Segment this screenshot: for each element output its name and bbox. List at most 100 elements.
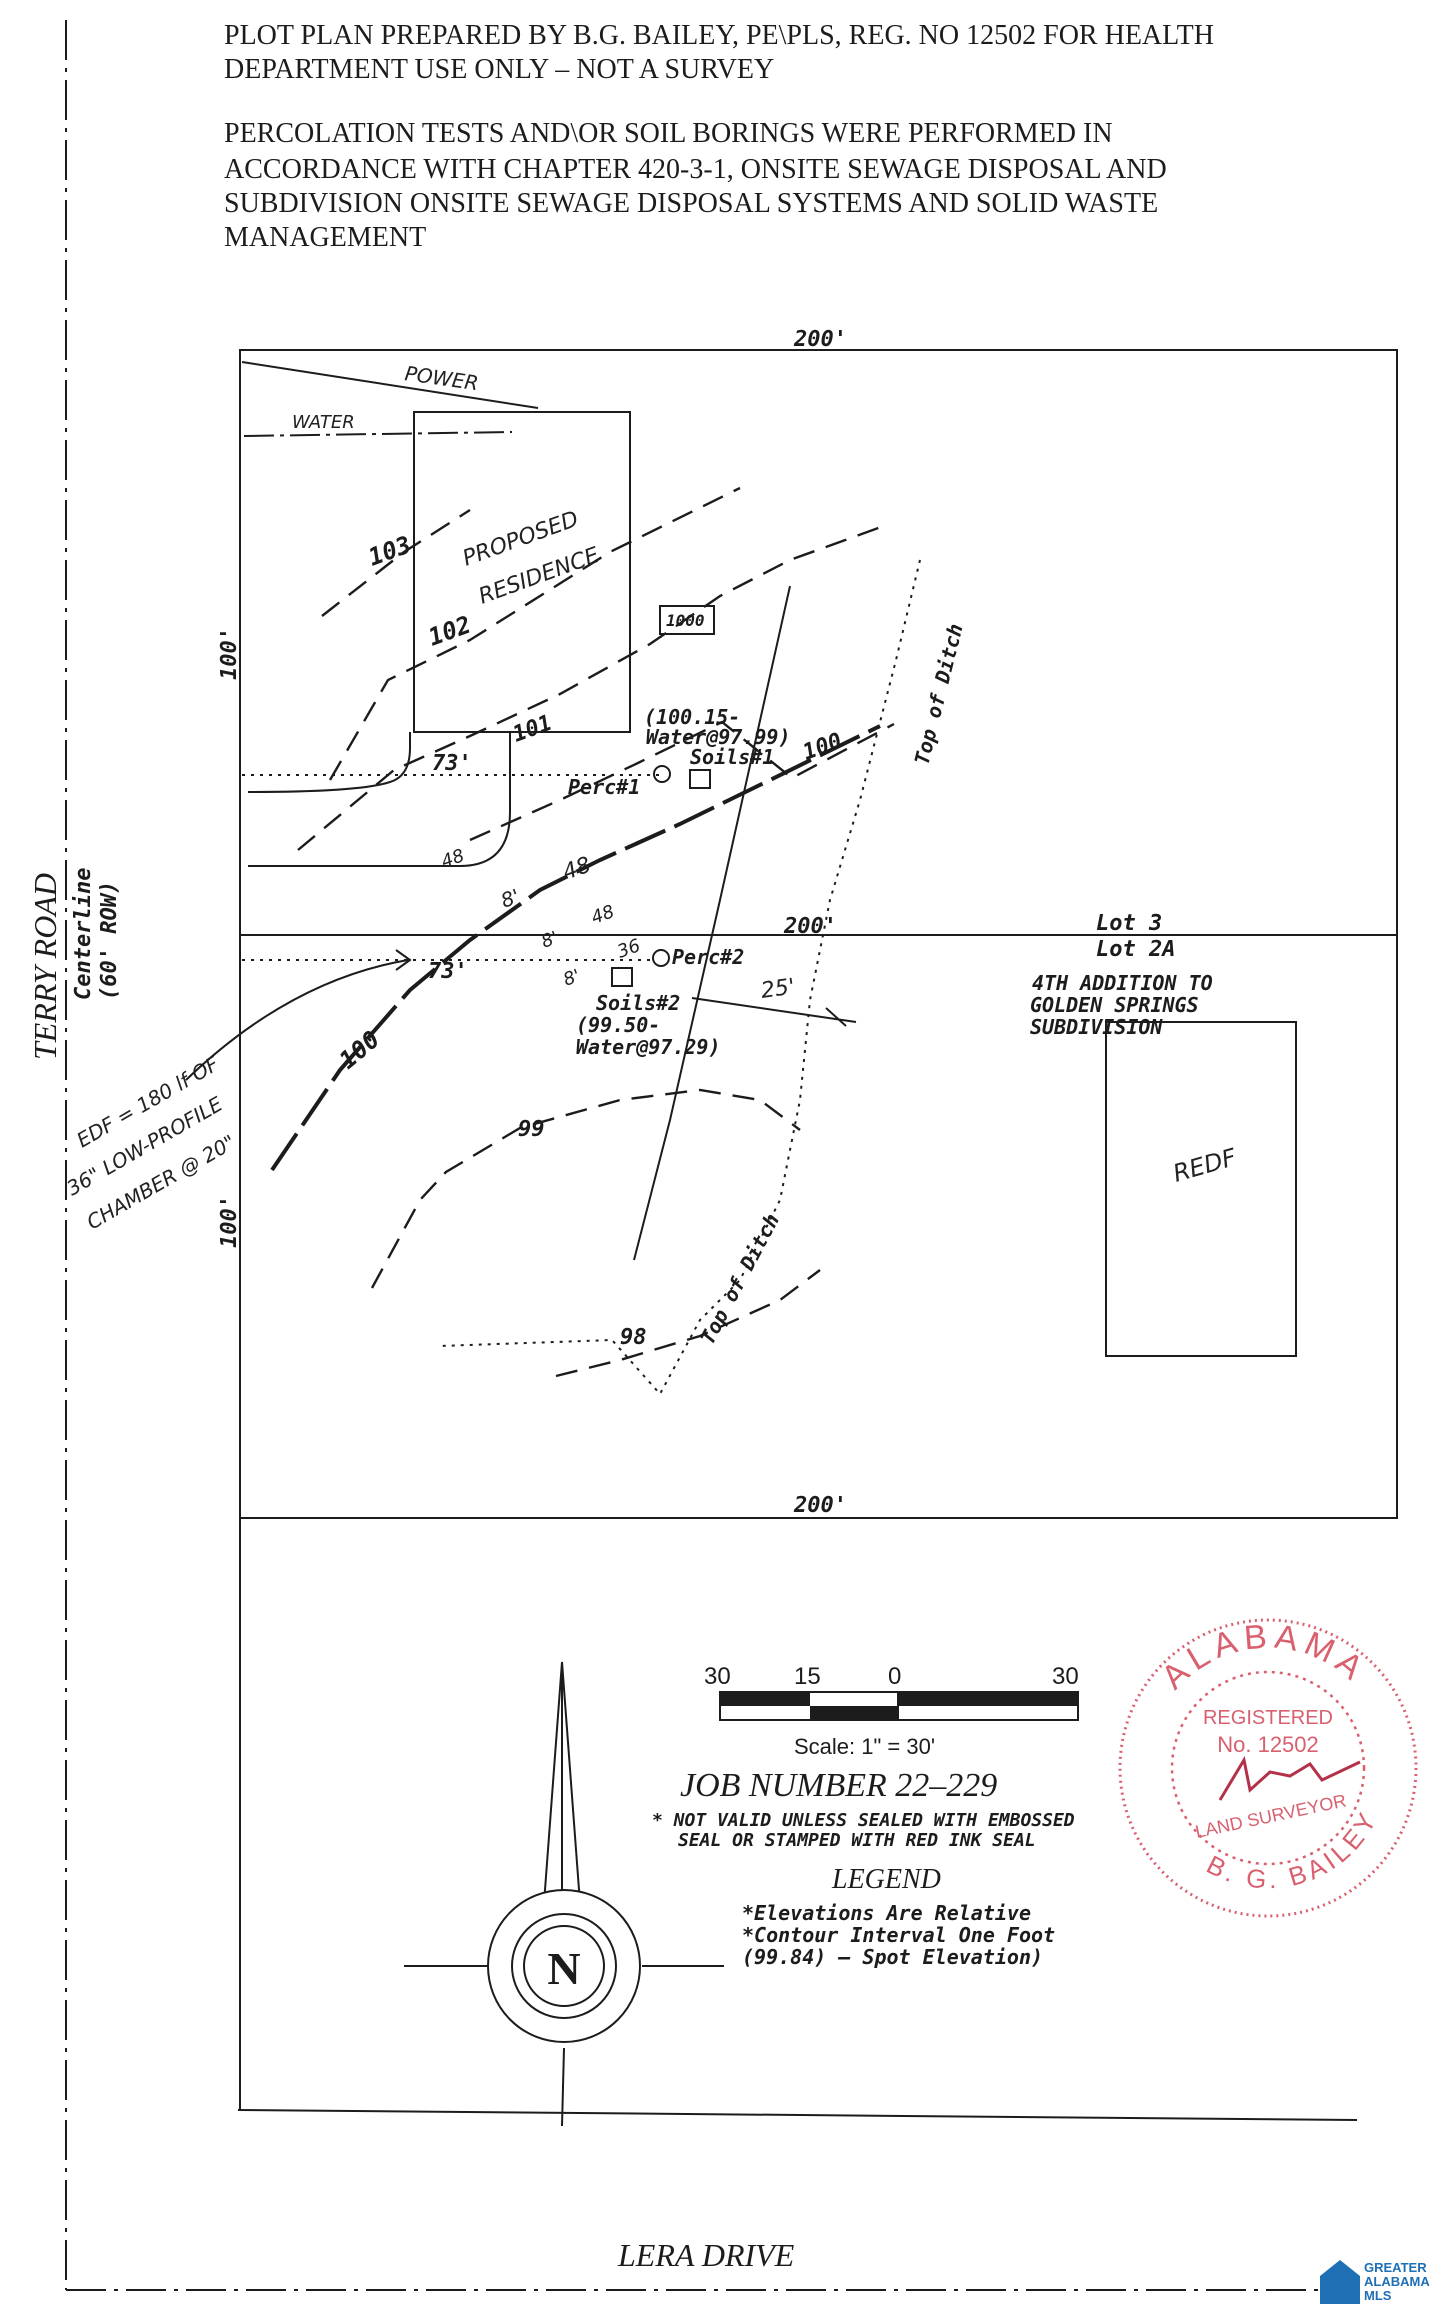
legend-item-3: (99.84) – Spot Elevation) xyxy=(742,1945,1043,1969)
top-of-ditch-upper-label: Top of Ditch xyxy=(910,621,968,767)
lower-boundary xyxy=(237,2109,1358,2121)
scale-seg-3 xyxy=(898,1692,1078,1706)
dim-bottom: 200' xyxy=(793,1493,847,1518)
perc2-label: Perc#2 xyxy=(672,945,744,969)
contours xyxy=(270,486,895,1378)
water-line xyxy=(243,431,513,437)
lot-boundaries xyxy=(237,349,1398,2121)
setback-lines xyxy=(242,774,857,1027)
utility-lines xyxy=(241,361,539,437)
soils1-label: Soils#1 xyxy=(690,745,774,769)
hand-36: 36 xyxy=(615,935,644,963)
lot2a-label: Lot 2A xyxy=(1096,937,1175,962)
scale-bar: 30 15 0 30 Scale: 1" = 30' xyxy=(704,1663,1079,1759)
header-line-1: PLOT PLAN PREPARED BY B.G. BAILEY, PE\PL… xyxy=(224,20,1214,51)
hand-8-a: 8' xyxy=(498,884,523,913)
hand-8-b: 8' xyxy=(539,927,562,952)
proposed-residence xyxy=(413,411,631,733)
top-of-ditch-dotted xyxy=(439,559,921,1396)
contour-99-label: 99 xyxy=(518,1117,545,1142)
contour-100-upper-label: 100 xyxy=(800,729,846,766)
edf-leader-arrow xyxy=(185,959,409,1081)
soils1-elev: (100.15- xyxy=(644,705,740,729)
north-letter: N xyxy=(547,1943,580,1994)
redf-area xyxy=(1105,1021,1297,1357)
road-centerlines xyxy=(65,20,1320,2291)
soils1-point xyxy=(689,769,711,789)
header-line-6: MANAGEMENT xyxy=(224,222,426,253)
seal-state: ALABAMA xyxy=(1154,1617,1374,1696)
ditch-offset-line xyxy=(691,997,857,1023)
north-arrow-inner-ring xyxy=(523,1925,605,2007)
contour-101 xyxy=(297,524,885,851)
scale-tick-30b: 30 xyxy=(1052,1663,1079,1690)
header-line-5: SUBDIVISION ONSITE SEWAGE DISPOSAL SYSTE… xyxy=(224,188,1158,219)
scale-seg-2 xyxy=(810,1706,898,1720)
job-number: JOB NUMBER 22–229 xyxy=(680,1767,997,1804)
seal-outer-ring xyxy=(1118,1618,1418,1918)
contour-100-main xyxy=(270,724,881,1172)
seal-inner-ring xyxy=(1170,1670,1366,1866)
contour-101-label: 101 xyxy=(510,711,556,748)
hand-48-c: 48 xyxy=(589,901,618,929)
ditch-offset: 25' xyxy=(759,974,796,1003)
water-label: WATER xyxy=(292,412,355,433)
mls-line-3: MLS xyxy=(1364,2288,1392,2303)
header-line-2: DEPARTMENT USE ONLY – NOT A SURVEY xyxy=(224,54,774,85)
subdivision-line-1: 4TH ADDITION TO xyxy=(1032,971,1213,995)
terry-road-labels: TERRY ROAD Centerline (60' ROW) xyxy=(27,868,122,1060)
dim-middle: 200' xyxy=(783,914,837,939)
soils2-elev: (99.50- xyxy=(576,1013,660,1037)
subdivision-line-3: SUBDIVISION xyxy=(1030,1015,1163,1039)
centerline-label: Centerline xyxy=(71,868,96,1000)
test-points xyxy=(611,765,711,987)
hand-48-b: 48 xyxy=(560,853,595,886)
north-arrow-vertical-s xyxy=(561,2047,565,2127)
dim-left-upper: 100' xyxy=(217,627,242,680)
seal-title: LAND SURVEYOR xyxy=(1193,1790,1348,1842)
power-line xyxy=(241,361,539,409)
dim-left-lower: 100' xyxy=(217,1195,242,1248)
legend-title: LEGEND xyxy=(831,1864,941,1895)
test-labels: (100.15- Water@97.99) Soils#1 Perc#1 Per… xyxy=(568,705,791,1059)
north-arrow-outer-ring xyxy=(487,1889,641,2043)
job-note-2: SEAL OR STAMPED WITH RED INK SEAL xyxy=(678,1830,1036,1851)
mls-watermark: GREATER ALABAMA MLS xyxy=(1320,2260,1430,2304)
mls-line-1: GREATER xyxy=(1364,2260,1427,2275)
contour-102-label: 102 xyxy=(424,610,474,651)
north-arrow xyxy=(404,1661,724,2127)
scale-tick-15: 15 xyxy=(794,1663,821,1690)
scale-tick-0: 0 xyxy=(888,1663,901,1690)
lot3-label: Lot 3 xyxy=(1096,911,1162,936)
terry-road-label: TERRY ROAD xyxy=(27,873,63,1060)
scale-tick-30a: 30 xyxy=(704,1663,731,1690)
redf-label: REDF xyxy=(1170,1143,1241,1188)
contour-98 xyxy=(555,1269,821,1378)
soils2-label: Soils#2 xyxy=(596,991,680,1015)
top-of-ditch-lower-label: Top of Ditch xyxy=(695,1209,784,1348)
mls-logo-icon xyxy=(1320,2260,1360,2304)
perc2-point xyxy=(652,949,670,967)
setback-upper: 73' xyxy=(432,751,472,776)
job-block: JOB NUMBER 22–229 * NOT VALID UNLESS SEA… xyxy=(652,1767,1075,1851)
dimension-labels: 200' 200' 200' 100' 100' 73' 73' 25' xyxy=(217,327,847,1518)
north-arrow-middle-ring xyxy=(511,1913,617,2019)
contour-99 xyxy=(370,1088,801,1289)
scale-seg-1 xyxy=(720,1692,810,1706)
contour-100-upper xyxy=(469,720,895,842)
ditch-lines xyxy=(439,559,921,1396)
power-label: POWER xyxy=(403,361,480,395)
contour-103 xyxy=(321,508,471,617)
contour-102 xyxy=(328,486,741,781)
legend-item-1: *Elevations Are Relative xyxy=(742,1901,1031,1925)
subdivision-line-2: GOLDEN SPRINGS xyxy=(1030,993,1199,1017)
seal-registered: REGISTERED xyxy=(1203,1707,1333,1729)
hand-48-a: 48 xyxy=(439,845,468,873)
seal-number: No. 12502 xyxy=(1217,1732,1319,1757)
header-line-4: ACCORDANCE WITH CHAPTER 420-3-1, ONSITE … xyxy=(224,154,1167,185)
edf-arrowhead xyxy=(395,949,412,971)
surveyor-seal: ALABAMA B. G. BAILEY REGISTERED No. 1250… xyxy=(1118,1617,1418,1918)
job-note-1: * NOT VALID UNLESS SEALED WITH EMBOSSED xyxy=(652,1810,1075,1831)
contour-98-label: 98 xyxy=(620,1325,647,1350)
